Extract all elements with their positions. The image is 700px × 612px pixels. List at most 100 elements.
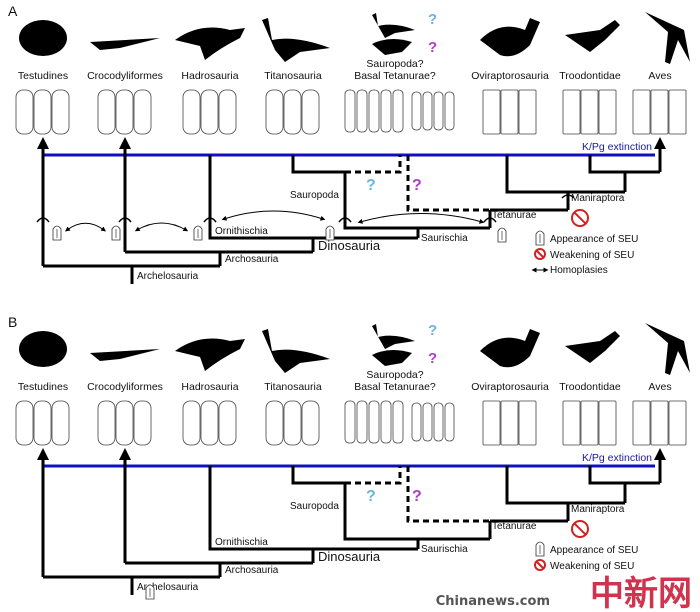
- seu-weakening-icon: [534, 248, 546, 260]
- seu-origin-marker: [338, 217, 352, 223]
- eggshell-unit: [265, 400, 284, 446]
- eggshell-unit: [182, 89, 201, 135]
- taxon-label-line: Basal Tetanurae?: [354, 70, 436, 82]
- eggshell-unit: [668, 400, 687, 446]
- taxon-label: Aves: [648, 381, 671, 393]
- eggshell-unit: [518, 400, 537, 446]
- hadrosaur-silhouette: [175, 338, 245, 371]
- eggshell-unit: [392, 400, 404, 444]
- eggshell-microstructure: [97, 400, 152, 446]
- taxon-label: Crocodyliformes: [87, 70, 163, 82]
- eggshell-unit: [411, 402, 422, 442]
- clade-label-sauropoda: Sauropoda: [290, 501, 339, 512]
- prohibition-circle: [534, 248, 546, 260]
- eggshell-unit: [380, 400, 392, 444]
- prohibition-slash: [535, 560, 545, 570]
- maniraptora-bracket: [505, 466, 625, 505]
- titanosaur-silhouette: [262, 329, 330, 373]
- eggshell-microstructure: [482, 89, 537, 135]
- taxon-label-line: Sauropoda?: [366, 369, 423, 381]
- aves-silhouette: [645, 323, 690, 375]
- aves-silhouette: [645, 12, 690, 64]
- eggshell-unit: [33, 400, 52, 446]
- eggshell-unit: [632, 400, 651, 446]
- taxon-label: Oviraptorosauria: [471, 381, 549, 393]
- taxon-label: Troodontidae: [559, 70, 621, 82]
- troodontid-silhouette: [565, 331, 620, 363]
- watermark-en: Chinanews.com: [435, 594, 550, 609]
- oviraptorosaur-silhouette: [480, 18, 540, 57]
- prohibition-slash: [573, 522, 587, 536]
- hadrosaur-silhouette: [175, 27, 245, 61]
- ornithischia-dinosauria-bracket: [208, 155, 418, 240]
- clade-label-sauropoda: Sauropoda: [290, 190, 339, 201]
- eggshell-unit: [15, 89, 34, 135]
- seu-appearance-icon: [193, 225, 203, 241]
- eggshell-microstructure: [632, 400, 687, 446]
- paraves-bracket: [588, 466, 660, 485]
- clade-label-saurischia: Saurischia: [421, 544, 468, 555]
- homoplasy-arrow: [64, 222, 107, 232]
- legend-appearance-label: Appearance of SEU: [550, 234, 638, 245]
- prohibition-circle: [571, 520, 589, 538]
- crocodyliform-silhouette: [90, 349, 160, 361]
- eggshell-microstructure: [265, 400, 320, 446]
- eggshell-unit: [283, 400, 302, 446]
- eggshell-unit: [218, 89, 237, 135]
- seu-appearance-icon: [497, 227, 507, 243]
- seu-appearance-icon: [145, 584, 155, 600]
- clade-label-maniraptora: Maniraptora: [571, 193, 625, 204]
- eggshell-unit: [97, 400, 116, 446]
- eggshell-microstructure: [15, 89, 70, 135]
- sauropoda-unknown-branch: [345, 466, 402, 485]
- clade-label-tetanurae: Tetanurae: [492, 210, 537, 221]
- eggshell-unit: [433, 91, 444, 131]
- eggshell-unit: [598, 89, 617, 135]
- clade-label-saurischia: Saurischia: [421, 233, 468, 244]
- eggshell-microstructure: [562, 89, 617, 135]
- taxon-label: Oviraptorosauria: [471, 70, 549, 82]
- taxon-label: Titanosauria: [264, 70, 322, 82]
- taxon-label: Hadrosauria: [181, 381, 238, 393]
- sauropod-question-mark: ?: [428, 322, 437, 339]
- homoplasy-arrow: [221, 210, 326, 221]
- eggshell-unit: [482, 400, 501, 446]
- testudines-silhouette: [19, 20, 67, 56]
- eggshell-unit: [283, 89, 302, 135]
- legend-homoplasies-label: Homoplasies: [550, 265, 608, 276]
- homoplasy-arrow: [134, 222, 189, 232]
- taxon-label: Sauropoda?Basal Tetanurae?: [354, 369, 436, 393]
- saurischia-bracket: [343, 172, 490, 230]
- seu-origin-marker: [36, 217, 50, 223]
- seu-weakening-icon: [571, 209, 589, 227]
- eggshell-microstructure: [344, 89, 455, 133]
- clade-label-archosauria: Archosauria: [225, 254, 279, 265]
- taxon-label: Hadrosauria: [181, 70, 238, 82]
- clade-label-dinosauria: Dinosauria: [318, 549, 381, 564]
- clade-label-ornithischia: Ornithischia: [215, 537, 268, 548]
- clade-label-archosauria: Archosauria: [225, 565, 279, 576]
- eggshell-microstructure: [344, 400, 455, 444]
- tetanuran-question-mark: ?: [428, 350, 437, 367]
- seu-appearance-icon: [325, 225, 335, 241]
- taxon-label-line: Basal Tetanurae?: [354, 381, 436, 393]
- taxon-label: Testudines: [18, 70, 68, 82]
- sauropoda-question-mark: ?: [366, 488, 376, 505]
- eggshell-unit: [422, 402, 433, 442]
- clade-label-dinosauria: Dinosauria: [318, 238, 381, 253]
- kpg-extinction-label: K/Pg extinction: [582, 452, 652, 464]
- eggshell-unit: [411, 91, 422, 131]
- maniraptora-bracket: [505, 155, 625, 194]
- prohibition-circle: [571, 209, 589, 227]
- eggshell-unit: [444, 402, 455, 442]
- oviraptorosaur-silhouette: [480, 329, 540, 368]
- paraves-bracket: [588, 155, 660, 174]
- prohibition-slash: [535, 249, 545, 259]
- clade-label-archelosauria: Archelosauria: [137, 582, 199, 593]
- eggshell-unit: [598, 400, 617, 446]
- legend-seu-appearance-icon: [535, 230, 545, 246]
- eggshell-unit: [580, 89, 599, 135]
- eggshell-unit: [218, 400, 237, 446]
